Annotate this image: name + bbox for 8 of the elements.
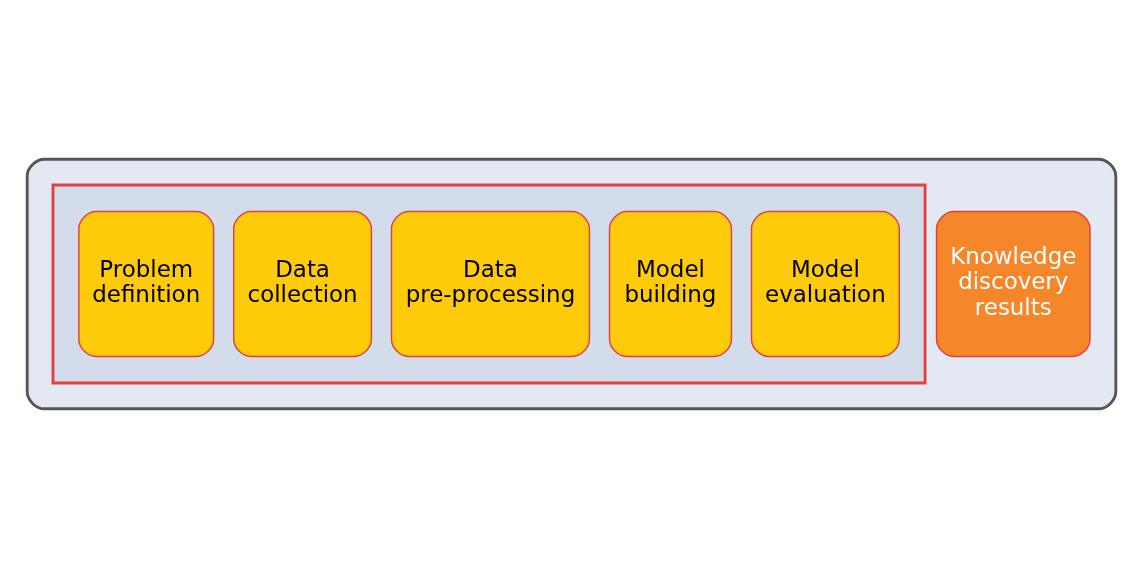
- node-box: Model building: [608, 210, 733, 358]
- cluster: [51, 183, 927, 385]
- node-box: Model evaluation: [750, 210, 900, 358]
- node-box: Data pre-processing: [390, 210, 591, 358]
- node-box: Data collection: [233, 210, 373, 358]
- node-box: Problem definition: [78, 210, 215, 358]
- node-box: Knowledge discovery results: [935, 210, 1091, 358]
- cluster: [25, 157, 1118, 411]
